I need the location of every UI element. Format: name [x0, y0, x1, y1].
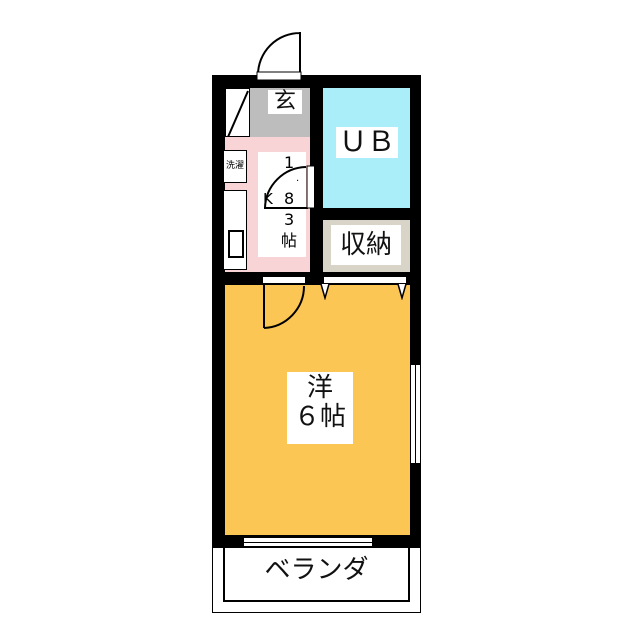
laundry-label: 洗濯	[225, 161, 244, 171]
western-room-label: 洋 ６帖	[287, 372, 353, 444]
storage-door-frame	[323, 276, 407, 284]
bath-label: ＵＢ	[336, 126, 398, 158]
kitchen-label-k: K	[263, 190, 273, 208]
entry-door[interactable]	[255, 30, 305, 82]
western-door[interactable]	[262, 284, 308, 330]
shoe-cabinet	[225, 88, 250, 138]
laundry-space: 洗濯	[223, 150, 247, 183]
kitchen-door[interactable]	[264, 164, 316, 210]
balcony-outer	[212, 548, 421, 613]
balcony-label: ベランダ	[264, 555, 369, 585]
door-swing-icon	[256, 32, 302, 81]
balcony-inner	[223, 548, 410, 602]
door-swing-icon	[264, 165, 316, 209]
entrance-label: 玄	[268, 89, 302, 115]
kitchen-label-jo: 帖	[281, 231, 298, 250]
kitchen-label-1: 1	[284, 153, 295, 172]
sink	[228, 230, 244, 258]
western-room-size: ６帖	[293, 401, 346, 432]
western-door-frame	[262, 276, 306, 284]
side-window	[410, 364, 421, 464]
balcony-window	[243, 537, 373, 547]
cabinet-diagonal-icon	[227, 90, 249, 138]
kitchen-label-3: 3	[284, 210, 295, 229]
storage-door-markers-icon	[320, 284, 407, 300]
storage-label: 収納	[331, 225, 401, 265]
western-room-type: 洋	[306, 373, 333, 403]
kitchen-label-dot: .	[296, 173, 300, 184]
door-swing-icon	[263, 284, 306, 329]
kitchen-label-8: 8	[284, 189, 295, 208]
